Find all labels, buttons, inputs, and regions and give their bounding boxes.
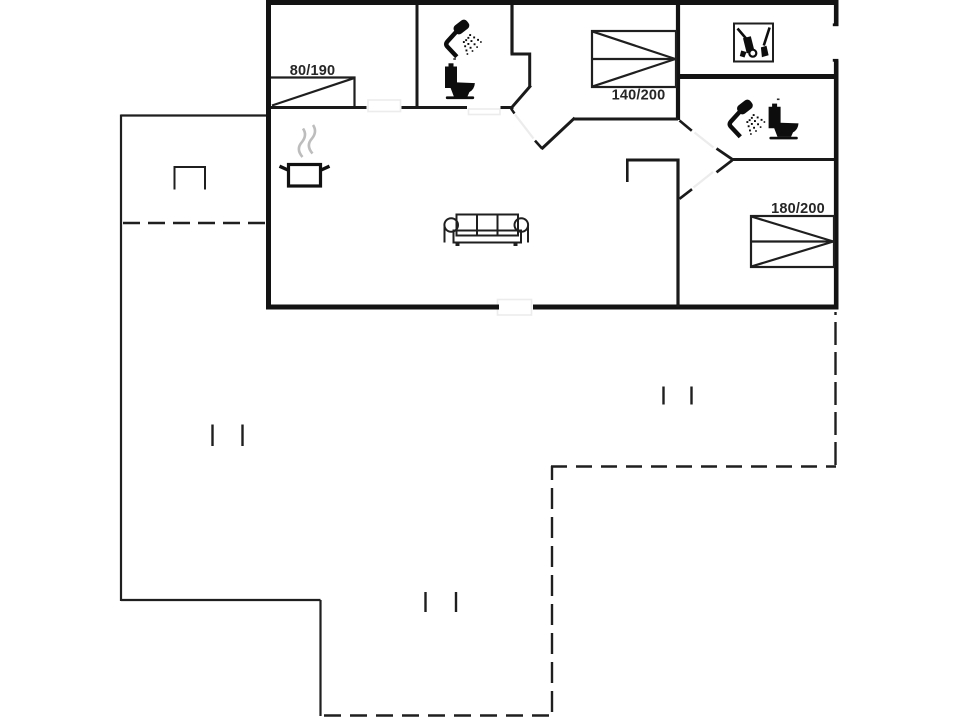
- svg-text:80/190: 80/190: [290, 63, 336, 79]
- svg-text:140/200: 140/200: [612, 88, 666, 104]
- svg-text:180/200: 180/200: [771, 201, 825, 217]
